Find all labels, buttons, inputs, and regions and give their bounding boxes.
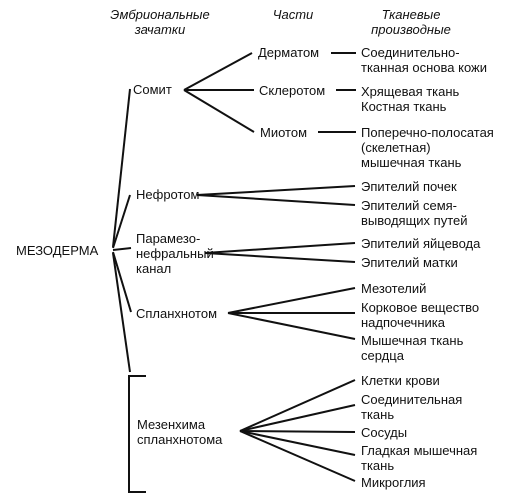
line-paramesonephric-2 <box>204 252 356 263</box>
root-mesoderm: МЕЗОДЕРМА <box>16 243 99 258</box>
line-mesenchyme-3 <box>239 430 356 433</box>
node-paramesonephric: Парамезо- нефральный канал <box>136 231 214 276</box>
node-sclerotome: Склеротом <box>259 83 326 98</box>
line-mesenchyme-4 <box>239 430 356 456</box>
tissue-splanchnotome-2: Корковое вещество надпочечника <box>361 300 480 330</box>
header-parts: Части <box>272 7 314 22</box>
tissue-nephrotome-1: Эпителий почек <box>361 179 457 194</box>
line-somite-dermatome <box>183 52 253 91</box>
tissue-mesenchyme-1: Клетки крови <box>361 373 440 388</box>
line-root-mesenchyme <box>112 252 131 373</box>
line-paramesonephric-1 <box>204 242 356 254</box>
tissue-sclerotome: Хрящевая ткань Костная ткань <box>361 84 460 114</box>
line-root-paramesonephric <box>112 247 132 251</box>
tissue-paramesonephric-1: Эпителий яйцевода <box>361 236 481 251</box>
header-anlagen-line1: Эмбриональные <box>110 7 210 22</box>
tissue-nephrotome-2: Эпителий семя- выводящих путей <box>361 198 468 228</box>
node-splanchnotome: Спланхнотом <box>136 306 218 321</box>
node-nephrotome: Нефротом <box>136 187 200 202</box>
tissue-splanchnotome-1: Мезотелий <box>361 281 427 296</box>
tissue-splanchnotome-3: Мышечная ткань сердца <box>361 333 464 363</box>
line-mesenchyme-2 <box>239 404 356 432</box>
line-nephrotome-1 <box>196 185 356 196</box>
tissue-mesenchyme-3: Сосуды <box>361 425 408 440</box>
node-mesenchyme: Мезенхима спланхнотома <box>137 417 223 447</box>
line-root-somite <box>112 88 131 248</box>
header-tissues-line2: производные <box>371 22 451 37</box>
header-tissues-line1: Тканевые <box>381 7 441 22</box>
tissue-mesenchyme-2: Соединительная ткань <box>361 392 463 422</box>
node-myotome: Миотом <box>260 125 308 140</box>
tissue-mesenchyme-4: Гладкая мышечная ткань <box>361 443 478 473</box>
tissue-paramesonephric-2: Эпителий матки <box>361 255 458 270</box>
mesenchyme-bracket <box>128 375 146 493</box>
header-anlagen-line2: зачатки <box>134 22 186 37</box>
header-tissues: Тканевые производные <box>356 7 466 37</box>
line-mesenchyme-1 <box>239 379 356 432</box>
node-dermatome: Дерматом <box>258 45 320 60</box>
tissue-dermatome: Соединительно- тканная основа кожи <box>361 45 488 75</box>
tissue-mesenchyme-5: Микроглия <box>361 475 426 490</box>
header-anlagen: Эмбриональные зачатки <box>95 7 225 37</box>
line-nephrotome-2 <box>196 194 356 206</box>
line-somite-myotome <box>183 89 255 133</box>
line-mesenchyme-5 <box>239 430 356 482</box>
tissue-myotome: Поперечно-полосатая (скелетная) мышечная… <box>361 125 494 170</box>
line-root-splanchnotome <box>112 251 132 313</box>
line-splanchnotome-1 <box>227 287 356 314</box>
line-splanchnotome-3 <box>227 312 356 340</box>
node-somite: Сомит <box>133 82 172 97</box>
line-root-nephrotome <box>112 194 131 249</box>
